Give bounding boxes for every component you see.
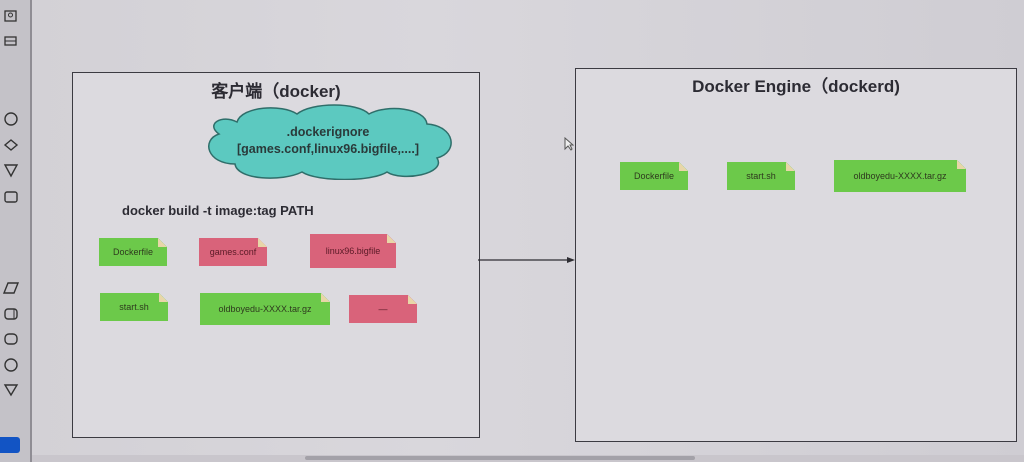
dockerignore-list: [games.conf,linux96.bigfile,....] [237,142,419,156]
shape-toolbar [0,0,32,462]
file-label: games.conf [209,247,257,257]
dockerignore-title: .dockerignore [286,125,370,139]
cloud-shape-icon [208,104,452,180]
engine-frame[interactable]: Docker Engine（dockerd) [575,68,1017,442]
parallelogram-shape-icon[interactable] [3,280,19,296]
cloud-text: .dockerignore [games.conf,linux96.bigfil… [197,124,459,158]
build-command: docker build -t image:tag PATH [122,203,314,218]
client-file-tar-gz[interactable]: oldboyedu-XXXX.tar.gz [200,293,330,325]
circle-shape-icon[interactable] [3,111,19,127]
diamond-shape-icon[interactable] [3,137,19,153]
client-file-games-conf[interactable]: games.conf [199,238,267,266]
file-label: Dockerfile [633,171,674,181]
mouse-cursor-icon [564,137,574,151]
db-table-icon[interactable] [3,33,19,49]
file-label: linux96.bigfile [325,246,381,256]
db-icon[interactable] [3,8,19,24]
triangle-shape-2-icon[interactable] [3,382,19,398]
terminator-shape-icon[interactable] [3,331,19,347]
client-file-start-sh[interactable]: start.sh [100,293,168,321]
file-label: start.sh [119,302,149,312]
engine-file-tar-gz[interactable]: oldboyedu-XXXX.tar.gz [834,160,966,192]
file-label: start.sh [746,171,776,181]
toolbar-action-button[interactable] [0,437,20,453]
client-file-linux96-bigfile[interactable]: linux96.bigfile [310,234,396,268]
engine-file-start-sh[interactable]: start.sh [727,162,795,190]
triangle-shape-icon[interactable] [3,162,19,178]
engine-file-dockerfile[interactable]: Dockerfile [620,162,688,190]
client-file-dockerfile[interactable]: Dockerfile [99,238,167,266]
file-label: — [378,304,388,314]
engine-title: Docker Engine（dockerd) [692,77,900,96]
rounded-rect-shape-icon[interactable] [3,189,19,205]
transfer-arrow[interactable] [478,256,575,264]
file-label: oldboyedu-XXXX.tar.gz [218,304,312,314]
file-label: Dockerfile [112,247,153,257]
dockerignore-cloud[interactable]: .dockerignore [games.conf,linux96.bigfil… [197,100,459,180]
horizontal-scrollbar[interactable] [305,456,695,460]
file-label: oldboyedu-XXXX.tar.gz [853,171,947,181]
circle-shape-2-icon[interactable] [3,357,19,373]
client-file-other[interactable]: — [349,295,417,323]
cylinder-shape-icon[interactable] [3,306,19,322]
client-title: 客户端（docker) [211,82,341,101]
